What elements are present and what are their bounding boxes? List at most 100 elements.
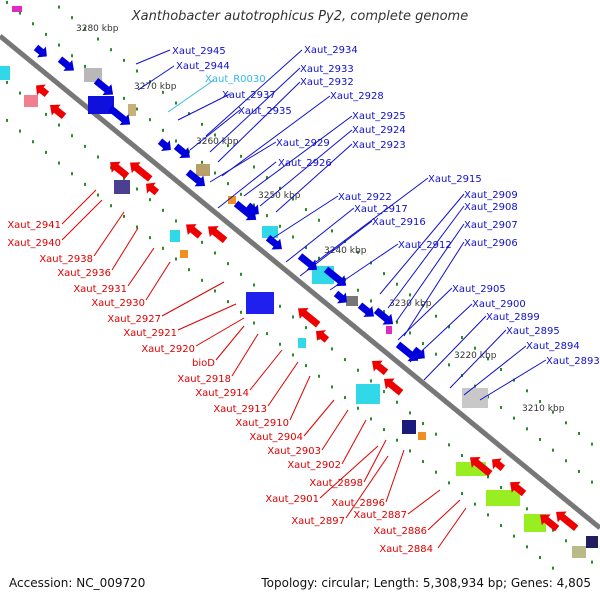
tick-mark bbox=[266, 214, 268, 218]
feature-blocks bbox=[0, 6, 598, 558]
tick-mark bbox=[84, 182, 86, 186]
gene-arrow bbox=[323, 266, 347, 287]
tick-mark bbox=[240, 272, 242, 276]
tick-mark bbox=[6, 0, 8, 4]
tick-mark bbox=[149, 198, 151, 202]
tick-mark bbox=[448, 363, 450, 367]
tick-mark bbox=[58, 123, 60, 127]
genome-backbone bbox=[0, 34, 600, 530]
tick-mark bbox=[292, 353, 294, 357]
feature-grey bbox=[84, 68, 102, 82]
tick-mark bbox=[435, 314, 437, 318]
tick-mark bbox=[526, 545, 528, 549]
tick-mark bbox=[461, 492, 463, 496]
gene-arrow bbox=[36, 84, 50, 98]
gene-arrow bbox=[173, 143, 190, 159]
tick-mark bbox=[461, 454, 463, 458]
tick-mark bbox=[175, 219, 177, 223]
tick-mark bbox=[331, 229, 333, 233]
tick-mark bbox=[97, 155, 99, 159]
tick-mark bbox=[409, 411, 411, 415]
gene-arrow bbox=[556, 511, 579, 532]
tick-mark bbox=[383, 310, 385, 314]
feature-grey bbox=[572, 546, 586, 558]
gene-label: Xaut_2918 bbox=[177, 374, 231, 385]
gene-label: Xaut_2921 bbox=[123, 328, 177, 339]
feature-grey bbox=[462, 388, 488, 408]
feature-cyan bbox=[262, 226, 278, 238]
tick-mark bbox=[526, 389, 528, 393]
gene-arrow bbox=[110, 161, 130, 179]
tick-mark bbox=[227, 144, 229, 148]
tick-mark bbox=[162, 246, 164, 250]
tick-mark bbox=[357, 368, 359, 372]
feature-cyan bbox=[298, 338, 306, 348]
tick-mark bbox=[175, 139, 177, 143]
gene-arrow bbox=[357, 302, 374, 317]
gene-label: Xaut_2916 bbox=[372, 217, 426, 228]
tick-mark bbox=[422, 422, 424, 426]
gene-label: Xaut_2924 bbox=[352, 125, 406, 136]
tick-mark bbox=[370, 299, 372, 303]
gene-arrow bbox=[492, 458, 506, 471]
tick-mark bbox=[357, 406, 359, 410]
tick-mark bbox=[383, 272, 385, 276]
tick-mark bbox=[279, 186, 281, 190]
tick-mark bbox=[227, 300, 229, 304]
feature-blue bbox=[88, 96, 114, 114]
feature-orange bbox=[180, 250, 188, 258]
tick-mark bbox=[162, 128, 164, 132]
gene-label: Xaut_2933 bbox=[300, 64, 354, 75]
tick-mark bbox=[357, 250, 359, 254]
tick-mark bbox=[136, 225, 138, 229]
gene-label: Xaut_2925 bbox=[352, 111, 406, 122]
gene-label: Xaut_2922 bbox=[338, 192, 392, 203]
tick-mark bbox=[162, 208, 164, 212]
tick-mark bbox=[500, 524, 502, 527]
tick-mark bbox=[500, 406, 502, 409]
tick-mark bbox=[240, 310, 242, 314]
feature-navy bbox=[402, 420, 416, 434]
gene-arrow bbox=[130, 162, 153, 182]
tick-mark bbox=[344, 358, 346, 362]
tick-mark bbox=[71, 172, 73, 176]
gene-arrow bbox=[395, 341, 419, 362]
tick-mark bbox=[305, 326, 307, 330]
tick-mark bbox=[136, 69, 138, 73]
gene-arrow bbox=[333, 290, 347, 304]
tick-mark bbox=[136, 187, 138, 191]
tick-mark bbox=[97, 193, 99, 197]
genome-title: Xanthobacter autotrophicus Py2, complete… bbox=[131, 9, 469, 24]
feature-blue bbox=[246, 292, 274, 314]
feature-orange bbox=[418, 432, 426, 440]
tick-mark bbox=[19, 91, 21, 95]
tick-mark bbox=[539, 555, 541, 559]
gene-label: Xaut_2899 bbox=[486, 312, 540, 323]
tick-mark bbox=[305, 208, 307, 212]
scale-label: 3240 kbp bbox=[324, 246, 367, 256]
tick-mark bbox=[526, 507, 528, 511]
feature-navy bbox=[114, 180, 130, 194]
gene-arrow bbox=[372, 360, 389, 376]
tick-mark bbox=[253, 203, 255, 207]
gene-arrow bbox=[146, 182, 160, 196]
gene-label: Xaut_2901 bbox=[265, 494, 319, 505]
gene-arrow bbox=[185, 169, 206, 187]
gene-label: Xaut_2902 bbox=[287, 460, 341, 471]
tick-mark bbox=[474, 502, 476, 506]
tick-mark bbox=[266, 332, 268, 336]
tick-mark bbox=[136, 107, 138, 111]
gene-label: Xaut_2894 bbox=[526, 341, 580, 352]
tick-mark bbox=[188, 268, 190, 272]
gene-arrow bbox=[298, 307, 321, 328]
gene-label: Xaut_2903 bbox=[267, 446, 321, 457]
tick-mark bbox=[19, 129, 21, 133]
gene-label: Xaut_2915 bbox=[428, 174, 482, 185]
feature-pink bbox=[12, 6, 22, 12]
tick-mark bbox=[123, 96, 125, 100]
tick-mark bbox=[474, 346, 476, 350]
tick-mark bbox=[32, 140, 34, 144]
gene-labels-blue: Xaut_2945 Xaut_2944 Xaut_2937 Xaut_2935 … bbox=[172, 45, 600, 367]
tick-mark bbox=[58, 161, 60, 165]
tick-mark bbox=[19, 11, 21, 15]
